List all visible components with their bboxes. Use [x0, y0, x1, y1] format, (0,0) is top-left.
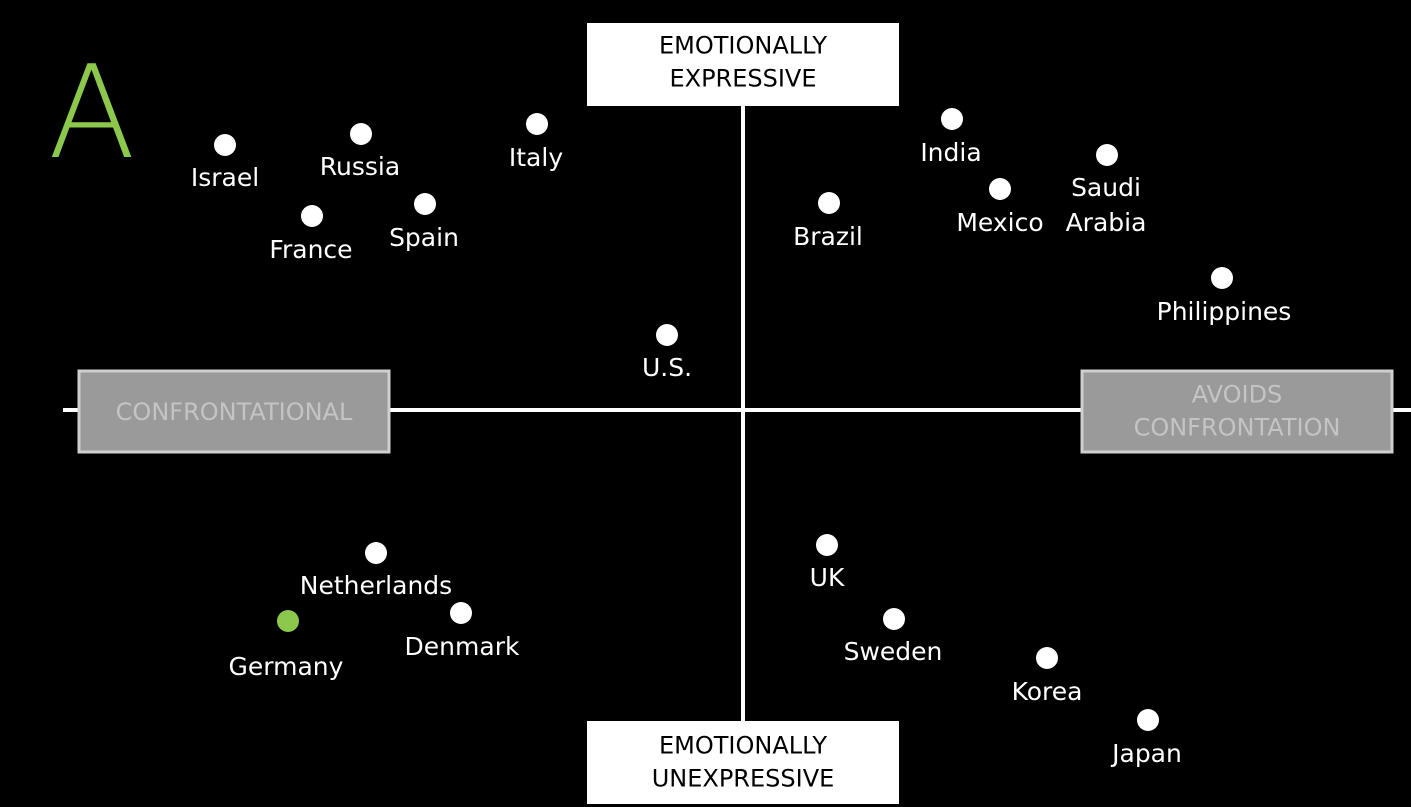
country-marker: [883, 608, 905, 630]
axis-box-confrontational-label: CONFRONTATIONAL: [116, 398, 353, 426]
country-u-s: U.S.: [642, 324, 692, 382]
country-marker: [1096, 144, 1118, 166]
axis-box-unexpressive-label: EMOTIONALLY: [659, 732, 827, 760]
axis-box-avoids-confrontation: AVOIDS CONFRONTATION: [1080, 369, 1394, 454]
axis-box-expressive-label: EMOTIONALLY: [659, 32, 827, 60]
country-marker: [450, 602, 472, 624]
country-label: Brazil: [793, 222, 863, 251]
axis-box-unexpressive-rect: [587, 721, 899, 804]
country-japan: Japan: [1110, 709, 1182, 768]
country-sweden: Sweden: [844, 608, 943, 666]
country-label: Arabia: [1066, 208, 1147, 237]
country-mexico: Mexico: [956, 178, 1044, 237]
country-label: India: [920, 138, 981, 167]
country-korea: Korea: [1012, 647, 1083, 706]
country-label: Mexico: [956, 208, 1043, 237]
axis-box-confrontational-rect: [77, 369, 391, 454]
axis-box-confrontational: CONFRONTATIONAL: [77, 369, 391, 454]
country-marker: [989, 178, 1011, 200]
axis-box-expressive-rect: [587, 23, 899, 106]
country-marker: [526, 113, 548, 135]
axis-box-expressive-label: EXPRESSIVE: [669, 65, 816, 93]
country-label: Germany: [229, 652, 344, 681]
country-israel: Israel: [191, 134, 259, 192]
country-label: Russia: [320, 152, 400, 181]
axis-box-expressive: EMOTIONALLY EXPRESSIVE: [587, 23, 899, 106]
country-germany: Germany: [229, 610, 344, 681]
country-label: Italy: [509, 143, 563, 172]
axis-box-avoids-confrontation-label: AVOIDS: [1192, 381, 1283, 409]
country-marker: [365, 542, 387, 564]
country-label: Saudi: [1071, 173, 1141, 202]
panel-letter: A: [48, 39, 136, 188]
country-label: Sweden: [844, 637, 943, 666]
country-russia: Russia: [320, 123, 400, 181]
country-brazil: Brazil: [793, 192, 863, 251]
country-label: Israel: [191, 163, 259, 192]
country-philippines: Philippines: [1157, 267, 1292, 326]
country-label: U.S.: [642, 353, 692, 382]
country-netherlands: Netherlands: [300, 542, 452, 600]
country-india: India: [920, 108, 982, 167]
country-italy: Italy: [509, 113, 563, 172]
axis-box-unexpressive: EMOTIONALLY UNEXPRESSIVE: [587, 721, 899, 804]
country-marker: [277, 610, 299, 632]
country-marker: [941, 108, 963, 130]
country-label: France: [269, 235, 352, 264]
country-marker: [1036, 647, 1058, 669]
country-uk: UK: [810, 534, 845, 592]
country-france: France: [269, 205, 353, 264]
country-label: Japan: [1110, 739, 1182, 768]
country-spain: Spain: [389, 193, 459, 252]
country-label: Denmark: [405, 632, 520, 661]
country-marker: [818, 192, 840, 214]
country-marker: [350, 123, 372, 145]
country-label: Korea: [1012, 677, 1083, 706]
country-marker: [301, 205, 323, 227]
country-denmark: Denmark: [405, 602, 520, 661]
country-marker: [816, 534, 838, 556]
country-marker: [1211, 267, 1233, 289]
axis-box-avoids-confrontation-label: CONFRONTATION: [1134, 414, 1341, 442]
country-marker: [414, 193, 436, 215]
axis-box-avoids-confrontation-rect: [1080, 369, 1394, 454]
country-marker: [1137, 709, 1159, 731]
country-label: Netherlands: [300, 571, 452, 600]
country-marker: [656, 324, 678, 346]
country-marker: [214, 134, 236, 156]
axis-box-unexpressive-label: UNEXPRESSIVE: [652, 765, 835, 793]
country-label: Spain: [389, 223, 459, 252]
country-label: UK: [810, 563, 845, 592]
country-label: Philippines: [1157, 297, 1292, 326]
